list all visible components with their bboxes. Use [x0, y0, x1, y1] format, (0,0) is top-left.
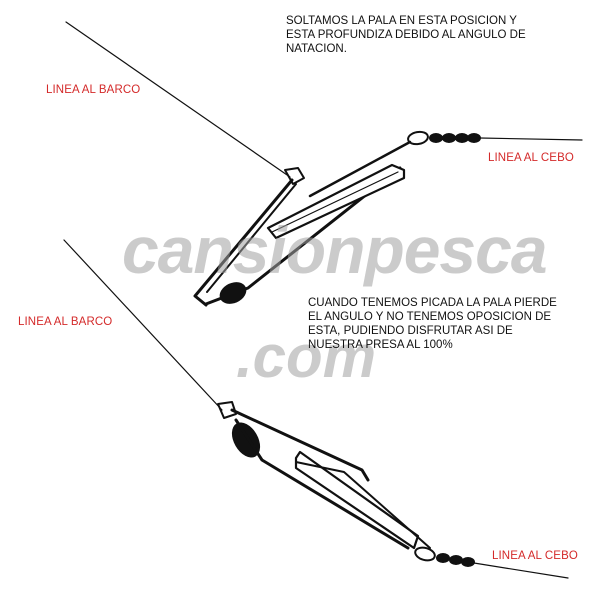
top-arm-inner [206, 183, 297, 293]
top-bait-line-label: LINEA AL CEBO [488, 152, 574, 164]
top-line-clip [284, 167, 305, 185]
top-weight [219, 282, 247, 304]
top-blade-edge [271, 171, 399, 233]
bottom-arm-lower [234, 418, 410, 550]
top-swivel [407, 130, 481, 146]
top-diving-board-drawing [65, 21, 583, 307]
top-boat-line [65, 21, 291, 178]
bottom-bait-line [473, 562, 569, 579]
bottom-swivel [414, 546, 475, 567]
bottom-diving-board-drawing [63, 239, 569, 579]
bottom-blade [294, 450, 420, 550]
top-arm-lower [204, 166, 402, 306]
bottom-bait-line-label: LINEA AL CEBO [492, 550, 578, 562]
bottom-blade-rail [295, 461, 431, 549]
bottom-arm-top [230, 408, 370, 482]
bottom-line-clip [217, 401, 237, 419]
top-boat-line-label: LINEA AL BARCO [46, 84, 141, 96]
top-caption: SOLTAMOS LA PALA EN ESTA POSICION Y ESTA… [286, 15, 526, 55]
bottom-boat-line [63, 239, 223, 411]
top-bait-line [479, 137, 583, 141]
bottom-caption: CUANDO TENEMOS PICADA LA PALA PIERDE EL … [308, 297, 557, 351]
bottom-boat-line-label: LINEA AL BARCO [18, 316, 113, 328]
top-arm-outer [193, 178, 294, 307]
top-blade-rail [308, 140, 412, 198]
